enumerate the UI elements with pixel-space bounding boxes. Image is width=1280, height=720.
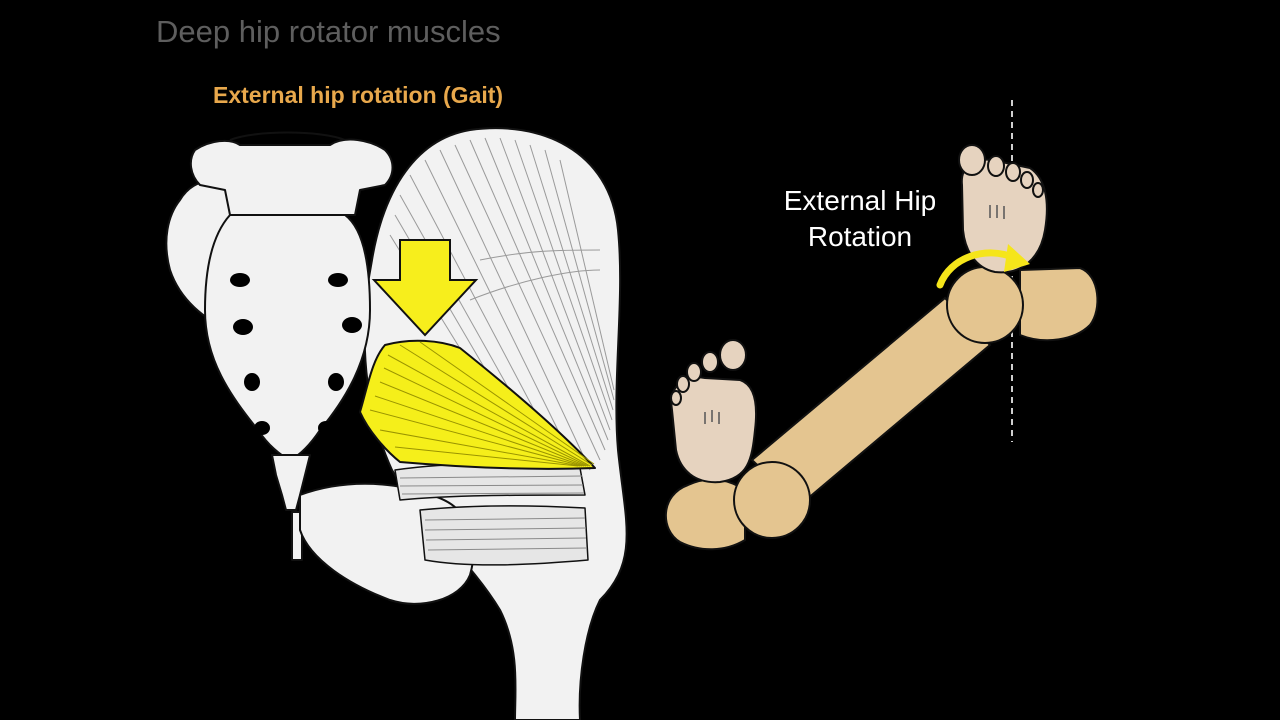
- sacral-foramina: [230, 273, 362, 435]
- curved-rotation-arrow-icon: [936, 244, 1030, 289]
- lower-muscle-fibres: [399, 475, 588, 551]
- lower-rotator-muscles: [394, 462, 589, 566]
- page-title: Deep hip rotator muscles: [156, 14, 501, 49]
- foot-lower-lines: [704, 410, 720, 424]
- lumbar-vertebra: [189, 138, 394, 216]
- pelvis-anatomy-illustration: [165, 127, 628, 720]
- diagram-subtitle: External hip rotation (Gait): [213, 82, 504, 108]
- rotation-label-line2: Rotation: [807, 221, 913, 252]
- arrow-down-icon: [371, 239, 479, 337]
- rotation-label: External Hip Rotation: [760, 183, 960, 255]
- foot-upper-lines: [989, 205, 1005, 219]
- sacrum: [204, 214, 371, 461]
- foot-lower: [670, 339, 758, 484]
- rotation-label-line1: External Hip: [783, 185, 937, 216]
- coccyx: [271, 454, 311, 511]
- upper-joint: [946, 266, 1099, 344]
- piriformis-fibres: [369, 341, 595, 467]
